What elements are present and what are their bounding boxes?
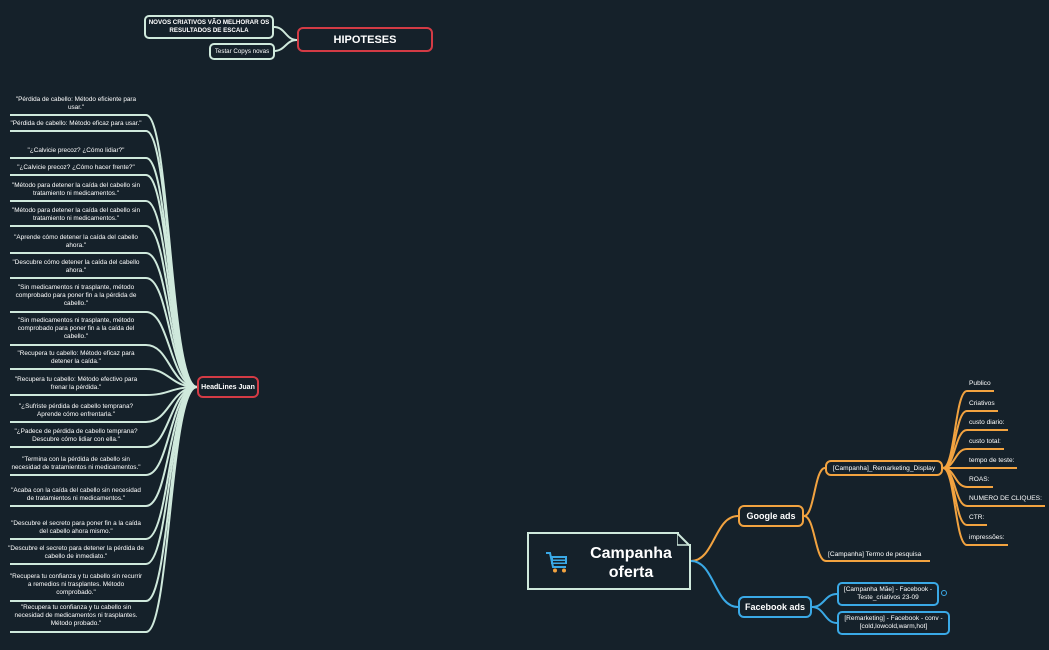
collapse-toggle-icon[interactable] xyxy=(941,590,947,596)
connector-line xyxy=(811,606,838,624)
google-ads-title: Google ads xyxy=(746,511,796,521)
headlines-node[interactable]: HeadLines Juan xyxy=(197,376,259,398)
hypothesis-item[interactable]: Testar Copys novas xyxy=(209,43,275,60)
connector-line xyxy=(942,467,1008,546)
page-fold-icon xyxy=(677,532,691,546)
hipoteses-title: HIPOTESES xyxy=(333,33,397,46)
headlines-title: HeadLines Juan xyxy=(201,383,255,391)
headline-item[interactable]: "Recupera tu confianza y tu cabello sin … xyxy=(9,573,143,597)
headline-item[interactable]: "Recupera tu cabello: Método efectivo pa… xyxy=(14,376,138,392)
connector-line xyxy=(690,560,739,608)
facebook-campaign[interactable]: [Remarketing] - Facebook - conv - [cold,… xyxy=(837,611,950,635)
campaign-label: [Remarketing] - Facebook - conv - [cold,… xyxy=(844,614,943,630)
headline-item[interactable]: "¿Calvicie precoz? ¿Cómo lidiar?" xyxy=(27,147,125,154)
headline-item[interactable]: "Método para detener la caída del cabell… xyxy=(11,182,141,198)
hypothesis-label: NOVOS CRIATIVOS VÃO MELHORAR OS RESULTAD… xyxy=(148,19,270,34)
campaign-detail-item[interactable]: NUMERO DE CLIQUES: xyxy=(969,495,1042,502)
headline-item[interactable]: "Descubre cómo detener la caída del cabe… xyxy=(12,259,140,275)
headline-item[interactable]: "Sin medicamentos ni trasplante, método … xyxy=(15,284,137,308)
campaign-label: [Campanha Mãe] - Facebook - Teste_criati… xyxy=(843,585,933,601)
facebook-campaign[interactable]: [Campanha Mãe] - Facebook - Teste_criati… xyxy=(837,582,939,606)
headline-item[interactable]: "Recupera tu confianza y tu cabello sin … xyxy=(14,604,138,628)
campaign-label: [Campanha] Termo de pesquisa xyxy=(828,551,922,558)
campaign-label: [Campanha]_Remarketing_Display xyxy=(832,464,936,472)
campaign-remarketing-display[interactable]: [Campanha]_Remarketing_Display xyxy=(825,460,943,476)
page-fold-corner xyxy=(679,532,691,544)
headline-item[interactable]: "¿Padece de pérdida de cabello temprana?… xyxy=(14,428,138,444)
facebook-ads-node[interactable]: Facebook ads xyxy=(738,596,812,618)
google-ads-node[interactable]: Google ads xyxy=(738,505,804,527)
campaign-detail-item[interactable]: ROAS: xyxy=(969,476,990,483)
central-topic[interactable]: Campanha oferta xyxy=(527,532,691,590)
headline-item[interactable]: "Aprende cómo detener la caída del cabel… xyxy=(14,234,138,250)
connector-line xyxy=(273,39,298,52)
campaign-detail-item[interactable]: impressões: xyxy=(969,534,1005,541)
connector-line xyxy=(811,593,838,608)
headline-item[interactable]: "Descubre el secreto para detener la pér… xyxy=(8,545,144,561)
campaign-detail-item[interactable]: custo total: xyxy=(969,438,1001,445)
hypothesis-item[interactable]: NOVOS CRIATIVOS VÃO MELHORAR OS RESULTAD… xyxy=(144,15,274,39)
hipoteses-node[interactable]: HIPOTESES xyxy=(297,27,433,52)
shopping-cart-icon xyxy=(546,552,567,573)
campaign-detail-item[interactable]: tempo de teste: xyxy=(969,457,1015,464)
headline-item[interactable]: "Termina con la pérdida de cabello sin n… xyxy=(11,456,141,472)
connector-line xyxy=(803,515,930,562)
headline-item[interactable]: "¿Sufriste pérdida de cabello temprana? … xyxy=(18,403,134,419)
headline-item[interactable]: "Pérdida de cabello: Método eficiente pa… xyxy=(15,96,137,112)
connector-line xyxy=(10,277,198,388)
headline-item[interactable]: "Acaba con la caída del cabello sin nece… xyxy=(11,487,141,503)
central-title: Campanha oferta xyxy=(590,545,672,582)
connector-line xyxy=(690,515,739,562)
campaign-detail-item[interactable]: CTR: xyxy=(969,514,985,521)
campaign-detail-item[interactable]: Criativos xyxy=(969,400,995,407)
headline-item[interactable]: "Sin medicamentos ni trasplante, método … xyxy=(17,317,135,341)
headline-item[interactable]: "Método para detener la caída del cabell… xyxy=(11,207,141,223)
connector-line xyxy=(10,344,198,388)
headline-item[interactable]: "Recupera tu cabello: Método eficaz para… xyxy=(17,350,135,366)
headline-item[interactable]: "¿Calvicie precoz? ¿Cómo hacer frente?" xyxy=(17,164,135,171)
connector-line xyxy=(10,386,198,633)
hypothesis-label: Testar Copys novas xyxy=(214,47,270,55)
campaign-termo-pesquisa[interactable]: [Campanha] Termo de pesquisa xyxy=(828,551,921,558)
connector-line xyxy=(273,26,298,41)
connector-line xyxy=(10,311,198,388)
headline-item[interactable]: "Descubre el secreto para poner fin a la… xyxy=(11,520,141,536)
headline-item[interactable]: "Pérdida de cabello: Método eficaz para … xyxy=(10,120,142,127)
facebook-ads-title: Facebook ads xyxy=(744,602,806,612)
campaign-detail-item[interactable]: Publico xyxy=(969,380,991,387)
campaign-detail-item[interactable]: custo diario: xyxy=(969,419,1005,426)
connector-line xyxy=(803,467,826,517)
